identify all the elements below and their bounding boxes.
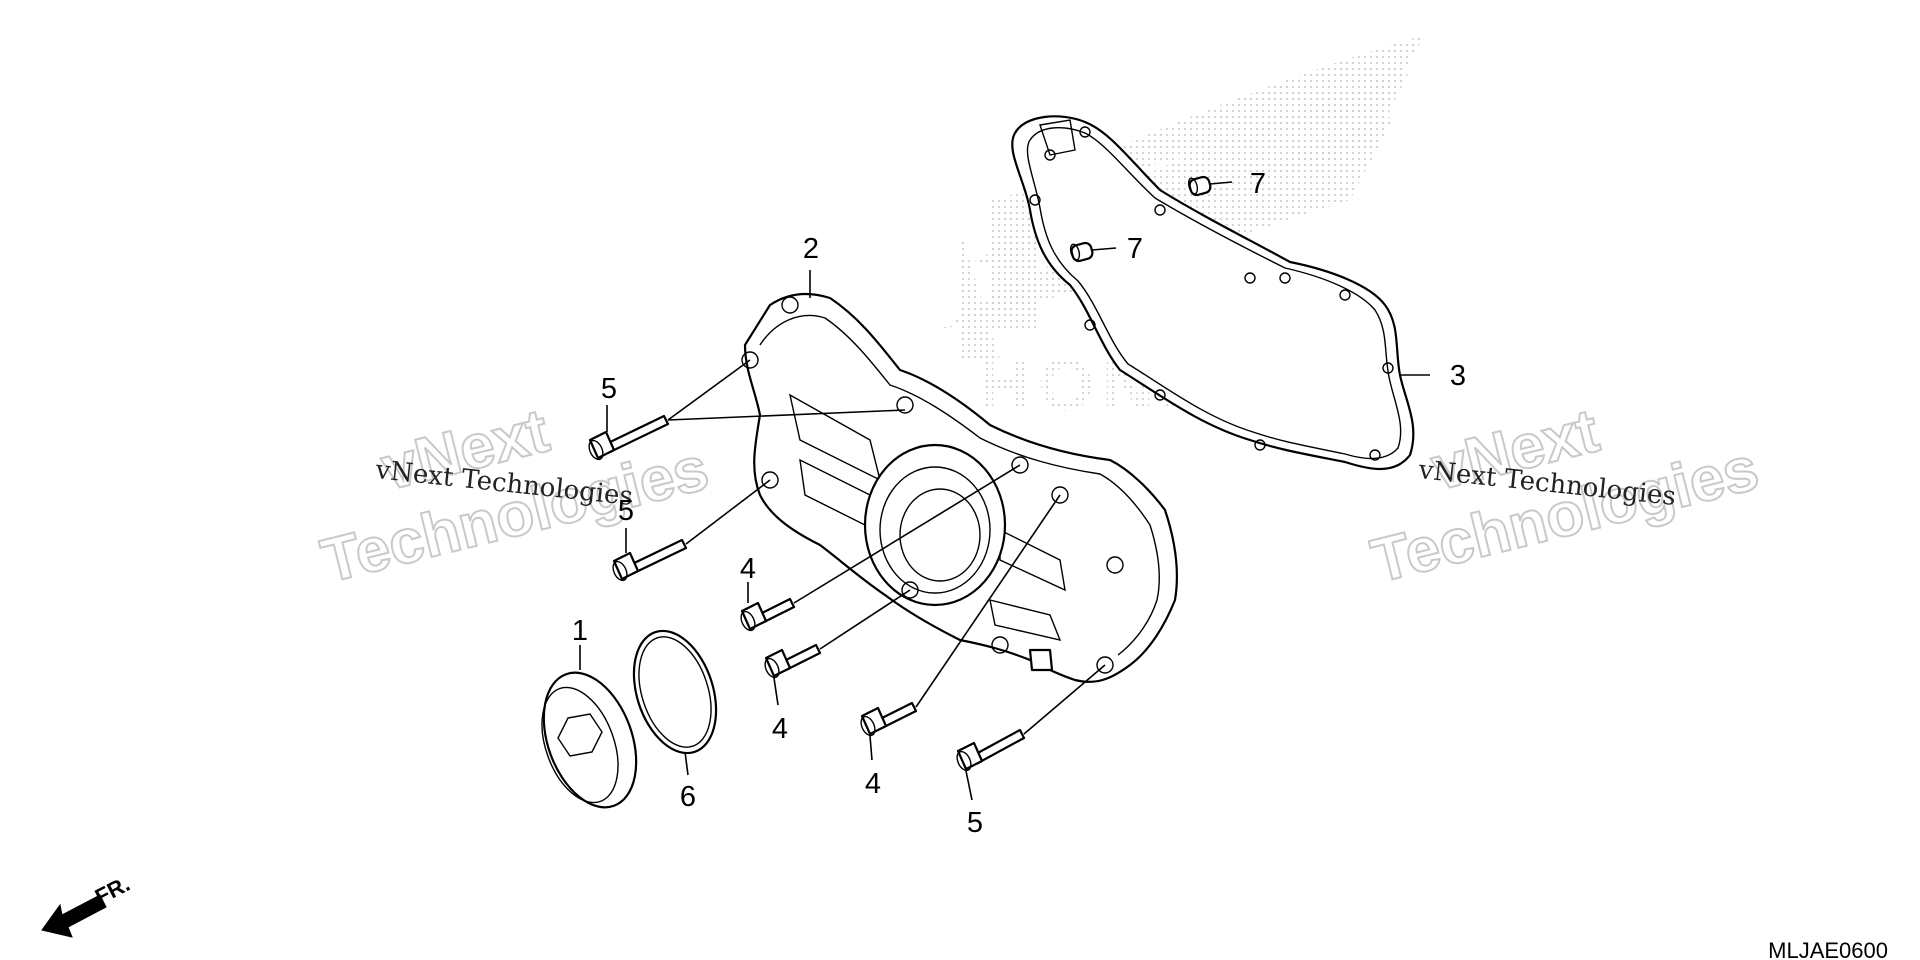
bolt-4-upper[interactable] [738, 597, 796, 633]
bolt-4-middle[interactable] [762, 643, 822, 680]
callout-3: 3 [1450, 360, 1466, 392]
callout-2: 2 [803, 233, 819, 265]
dowel-pin-lower[interactable] [1069, 241, 1094, 263]
callout-5-middle: 5 [618, 495, 634, 527]
o-ring[interactable] [619, 620, 730, 763]
callout-4-middle: 4 [772, 713, 788, 745]
leader-lines [579, 181, 1430, 801]
bolt-5-middle[interactable] [610, 538, 688, 583]
callout-7-lower: 7 [1127, 233, 1143, 265]
gasket[interactable] [1011, 115, 1415, 471]
callout-7-upper: 7 [1250, 168, 1266, 200]
callout-1: 1 [572, 615, 588, 647]
watermark-left: vNext Technologies vNext Technologies [314, 395, 716, 597]
callout-6: 6 [680, 781, 696, 813]
callout-4-lower: 4 [865, 768, 881, 800]
hex-cap[interactable] [527, 660, 654, 820]
callout-4-upper: 4 [740, 553, 756, 585]
callout-5-upper: 5 [601, 373, 617, 405]
dowel-pin-upper[interactable] [1187, 175, 1212, 197]
watermark-right: vNext Technologies vNext Technologies [1364, 395, 1766, 597]
bolt-5-upper[interactable] [586, 414, 670, 462]
callout-labels: 1 2 3 4 4 4 5 5 5 6 7 7 [572, 168, 1466, 839]
arrow-left-icon [41, 894, 107, 938]
diagram-code: MLJAE0600 [1768, 938, 1888, 960]
bolt-4-lower[interactable] [858, 701, 918, 738]
front-direction-arrow: FR. [41, 871, 134, 938]
side-cover[interactable] [741, 292, 1179, 683]
callout-5-lower: 5 [967, 807, 983, 839]
bolt-5-lower[interactable] [954, 728, 1026, 773]
